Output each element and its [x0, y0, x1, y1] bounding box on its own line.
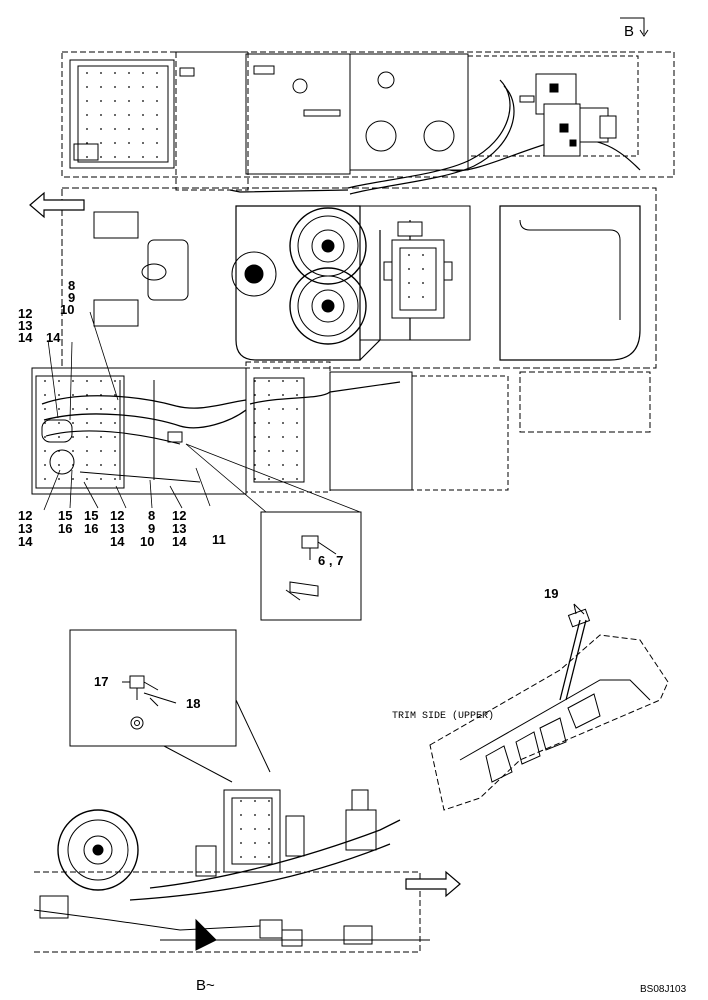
callout-row-bottom: 12 13 14 15 16 15 16 12 13 14 8 9 10 12 …	[18, 508, 226, 549]
svg-text:9: 9	[148, 521, 155, 536]
view-mark-top: B	[624, 23, 634, 40]
callout-17: 17	[94, 674, 108, 689]
callout-group-6: 12 13 14	[172, 508, 187, 549]
callout-18: 18	[186, 696, 200, 711]
callout-group-3: 15 16	[84, 508, 98, 536]
callout-text: 13	[18, 318, 32, 333]
trim-side-detail	[429, 603, 669, 811]
svg-text:15: 15	[84, 508, 98, 523]
svg-text:13: 13	[172, 521, 186, 536]
lower-deck	[31, 361, 651, 495]
svg-text:16: 16	[58, 521, 72, 536]
direction-arrow-left	[29, 191, 85, 219]
leader-lines	[43, 311, 361, 513]
drawing-code: BS08J103	[640, 984, 687, 995]
callout-14: 14	[46, 330, 61, 345]
swing-motor-lower	[289, 267, 367, 345]
callout-8-9-10-top: 8 9 10	[60, 278, 75, 317]
pump-motor-side	[57, 809, 139, 891]
callout-text: 14	[18, 330, 33, 345]
callout-text: 10	[60, 302, 74, 317]
swivel-joint	[231, 251, 277, 297]
callout-text: 12	[18, 306, 32, 321]
control-valve-center	[383, 221, 453, 319]
callout-text: 8	[68, 278, 75, 293]
callout-group-2: 15 16	[58, 508, 72, 536]
svg-text:13: 13	[18, 521, 32, 536]
svg-text:8: 8	[148, 508, 155, 523]
callout-12-13-14-top: 12 13 14	[18, 306, 33, 345]
pump-valve-cluster	[519, 73, 617, 157]
turntable-area	[61, 187, 657, 369]
detail-box-17-18	[69, 629, 271, 783]
callout-text: 9	[68, 290, 75, 305]
callout-group-1: 12 13 14	[18, 508, 33, 549]
callout-19: 19	[544, 586, 558, 601]
svg-text:13: 13	[110, 521, 124, 536]
view-mark-bottom: B~	[196, 977, 215, 994]
direction-arrow-right	[405, 870, 461, 898]
callout-group-4: 12 13 14	[110, 508, 125, 549]
callout-group-7: 11	[212, 532, 226, 547]
trim-side-label: TRIM SIDE (UPPER)	[392, 710, 494, 722]
callout-group-5: 8 9 10	[140, 508, 155, 549]
side-view-lower	[33, 789, 430, 953]
detail-box-6-7	[260, 511, 362, 621]
svg-text:14: 14	[172, 534, 187, 549]
svg-text:15: 15	[58, 508, 72, 523]
svg-text:16: 16	[84, 521, 98, 536]
svg-text:12: 12	[172, 508, 186, 523]
swing-motor-upper	[289, 207, 367, 285]
svg-text:10: 10	[140, 534, 154, 549]
view-arrow-b-top	[620, 17, 649, 37]
callout-6-7: 6 , 7	[318, 553, 343, 568]
svg-text:14: 14	[110, 534, 125, 549]
svg-text:11: 11	[212, 532, 226, 547]
svg-text:12: 12	[18, 508, 32, 523]
svg-text:12: 12	[110, 508, 124, 523]
svg-text:14: 14	[18, 534, 33, 549]
